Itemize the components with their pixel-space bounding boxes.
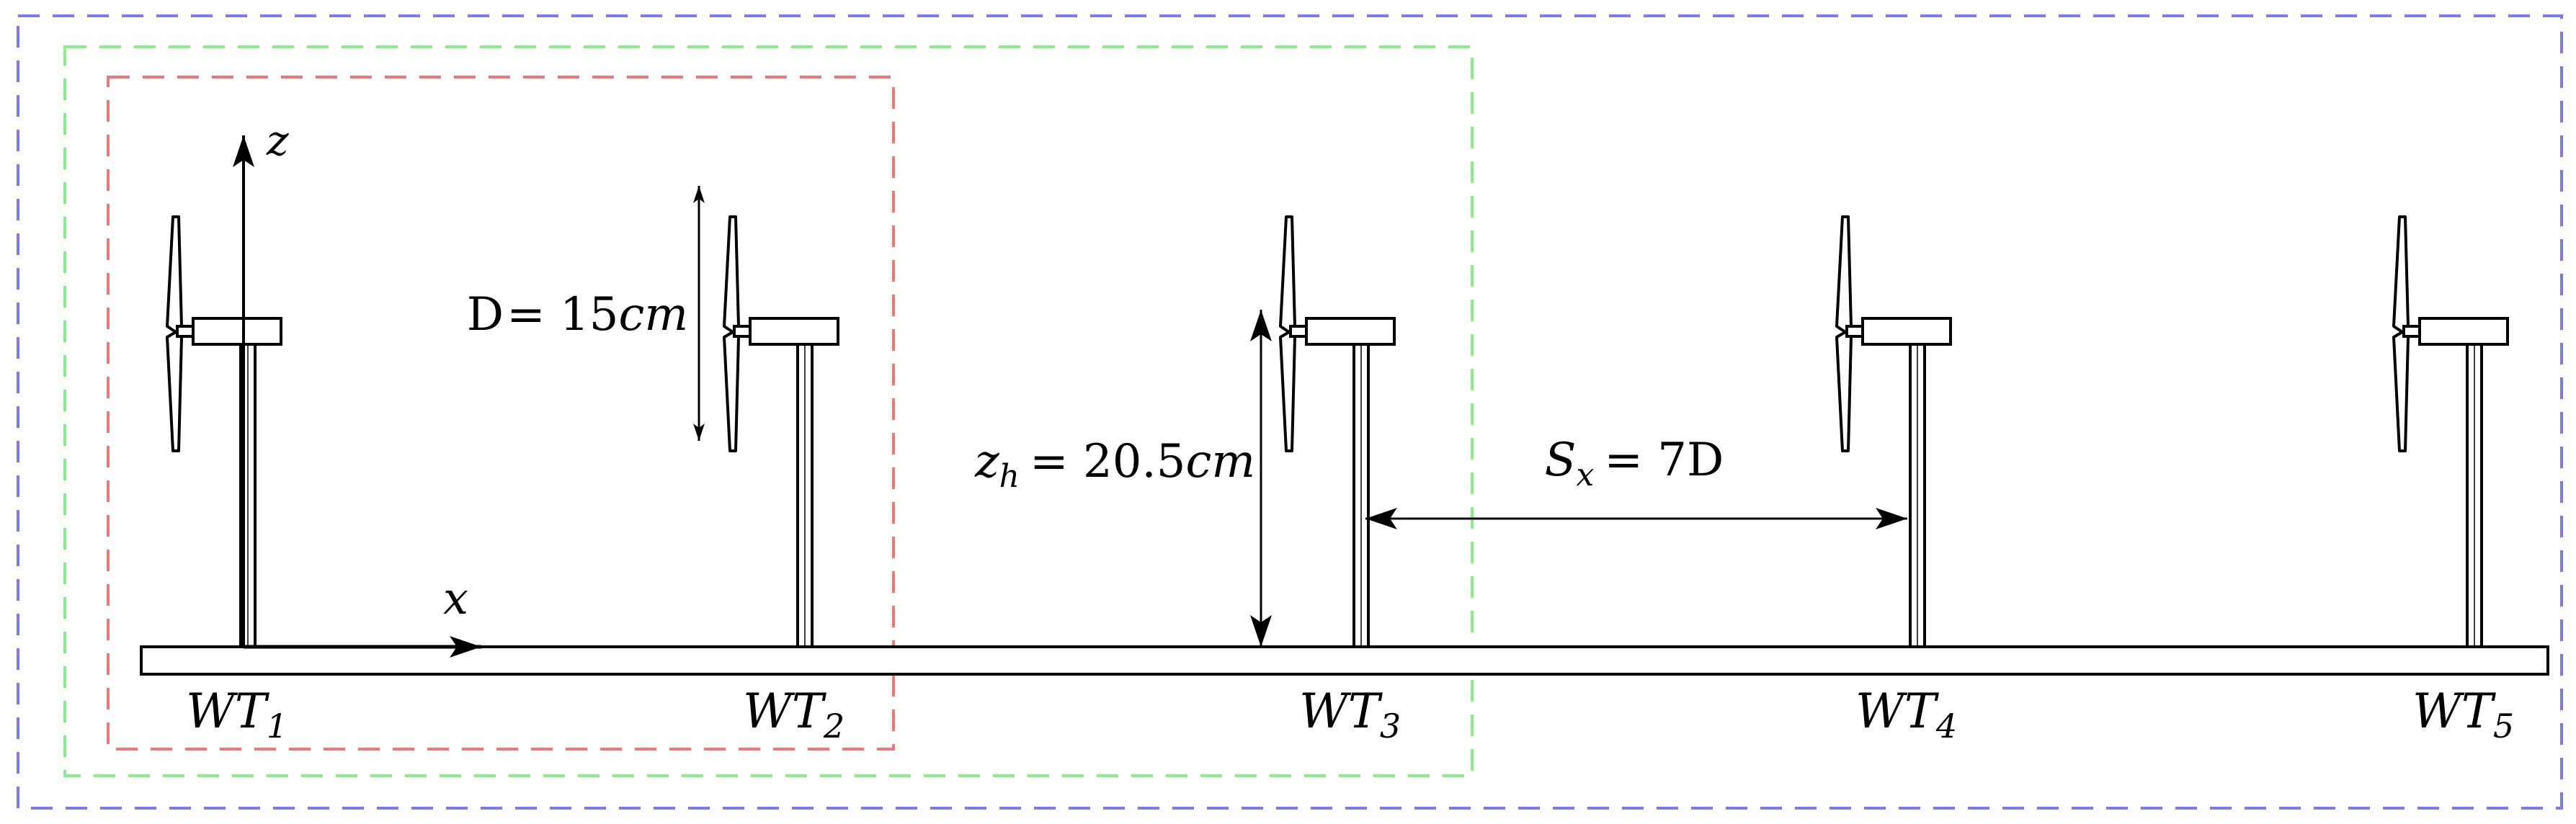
spacing-label: Sx= 7D: [1545, 434, 1724, 493]
hub-height-label: zh= 20.5cm: [974, 435, 1255, 495]
diameter-label: D= 15cm: [467, 288, 688, 341]
inner-domain-box: [107, 76, 895, 751]
wind-turbine-3: [1279, 215, 1396, 648]
middle-domain-box: [63, 45, 1474, 777]
turbine-label-5: WT5: [2412, 684, 2514, 745]
wind-turbine-1: [166, 215, 282, 648]
turbine-label-4: WT4: [1855, 684, 1957, 745]
x-axis-label: x: [443, 572, 468, 624]
turbine-label-1: WT1: [186, 684, 288, 745]
outer-domain-box: [17, 14, 2563, 810]
wind-turbine-2: [723, 215, 839, 648]
wind-turbine-4: [1835, 215, 1952, 648]
wind-turbine-5: [2392, 215, 2509, 648]
turbine-label-2: WT2: [743, 684, 844, 745]
ground-plate: [140, 645, 2549, 676]
turbine-label-3: WT3: [1299, 684, 1401, 745]
z-axis-label: z: [266, 116, 289, 165]
